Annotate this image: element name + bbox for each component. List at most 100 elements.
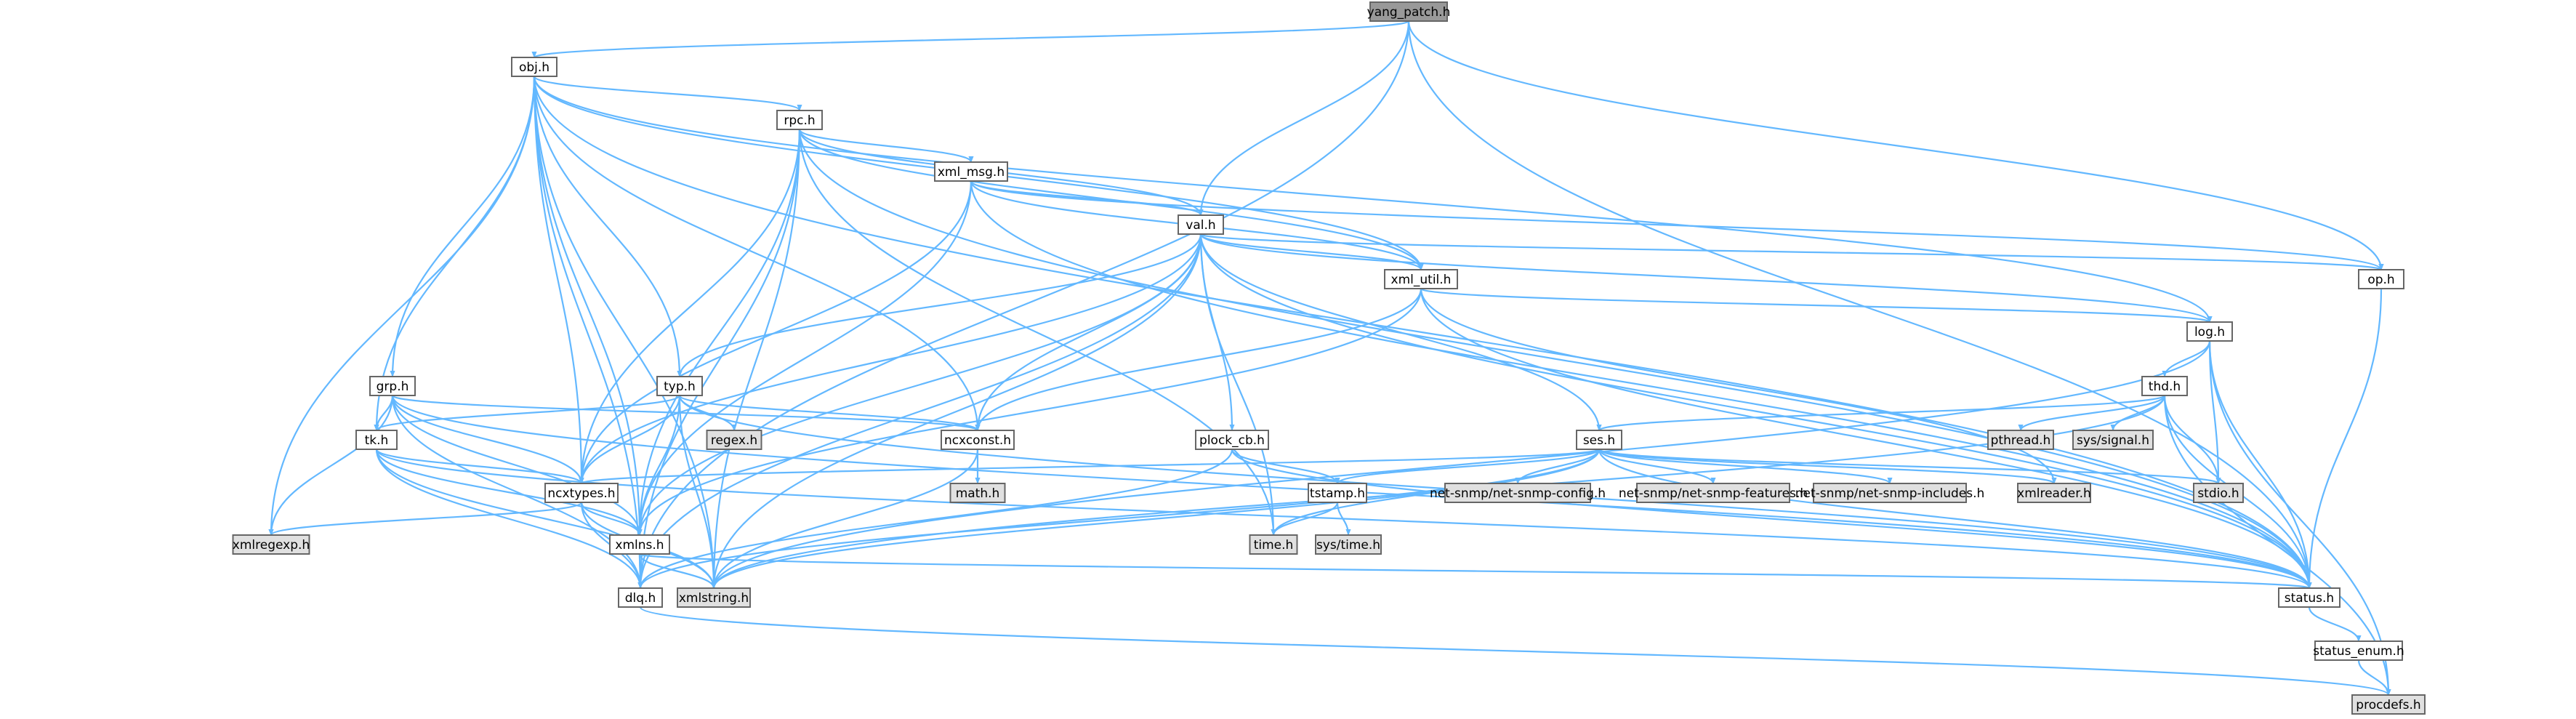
edge-val-h-to-log-h: [1199, 233, 2213, 323]
node-thd-h[interactable]: thd.h: [2141, 376, 2188, 396]
edge-yang-patch-h-to-obj-h: [531, 20, 1410, 59]
node-math-h: math.h: [949, 483, 1006, 503]
edge-typ-h-to-xmlns-h: [637, 395, 681, 536]
node-box: [1384, 269, 1458, 289]
edge-yang-patch-h-to-dlq-h: [637, 20, 1410, 589]
node-label: status_enum.h: [2313, 644, 2404, 659]
node-tk-h[interactable]: tk.h: [355, 430, 398, 450]
edge-typ-h-to-ncxtypes-h: [579, 395, 681, 484]
node-label: xmlstring.h: [679, 591, 749, 606]
edge-val-h-to-ses-h: [1199, 233, 1602, 431]
node-label: stdio.h: [2197, 486, 2239, 501]
edge-plock-cb-h-to-status-h: [1231, 449, 2312, 589]
edge-grp-h-to-ncxconst-h: [391, 394, 981, 432]
node-tstamp-h[interactable]: tstamp.h: [1308, 483, 1367, 503]
node-box: [1636, 483, 1790, 503]
node-time-h: time.h: [1249, 534, 1298, 555]
node-xmlregexp-h: xmlregexp.h: [232, 534, 310, 555]
edge-plock-cb-h-to-tstamp-h: [1231, 449, 1340, 484]
edge-obj-h-to-ncxtypes-h: [533, 76, 584, 484]
node-box: [934, 161, 1008, 182]
node-netsnmp-features-h: net-snmp/net-snmp-features.h: [1619, 483, 1808, 503]
node-status-enum-h[interactable]: status_enum.h: [2313, 640, 2404, 661]
node-label: grp.h: [377, 379, 409, 394]
node-yang-patch-h[interactable]: yang_patch.h: [1367, 1, 1451, 22]
edge-rpc-h-to-status-h: [798, 129, 2312, 589]
edge-obj-h-to-rpc-h: [533, 75, 802, 112]
edge-ses-h-to-dlq-h: [637, 449, 1601, 589]
node-ses-h[interactable]: ses.h: [1576, 430, 1622, 450]
node-sys-time-h: sys/time.h: [1315, 534, 1382, 555]
node-grp-h[interactable]: grp.h: [369, 376, 416, 396]
edge-val-h-to-status-h: [1199, 233, 2312, 589]
node-box: [1195, 430, 1269, 450]
node-box: [544, 483, 619, 503]
edge-typ-h-to-xmlstring-h: [678, 395, 717, 589]
edge-status-enum-h-to-procdefs-h: [2357, 659, 2391, 696]
node-box: [2314, 640, 2403, 661]
node-xml-util-h[interactable]: xml_util.h: [1384, 269, 1458, 289]
node-op-h[interactable]: op.h: [2358, 269, 2404, 289]
node-layer: yang_patch.h obj.h rpc.h xml_msg.h val.h xml_…: [232, 1, 2426, 715]
edge-obj-h-to-dlq-h: [533, 76, 643, 589]
node-label: xml_util.h: [1391, 273, 1452, 287]
node-label: dlq.h: [625, 591, 656, 606]
edge-xml-msg-h-to-xmlns-h: [637, 180, 973, 536]
node-label: xmlns.h: [615, 538, 664, 553]
edge-ses-h-to-stdio-h: [1598, 448, 2221, 485]
edge-rpc-h-to-xml-msg-h: [798, 129, 974, 163]
edge-dlq-h-to-procdefs-h: [639, 606, 2391, 696]
edge-obj-h-to-ncxconst-h: [533, 76, 981, 431]
node-ncxconst-h[interactable]: ncxconst.h: [941, 430, 1015, 450]
edge-xml-msg-h-to-op-h: [970, 180, 2384, 270]
node-box: [1315, 534, 1382, 555]
edge-ses-h-to-status-h: [1598, 449, 2312, 589]
edge-val-h-to-dlq-h: [637, 233, 1202, 589]
node-box: [1249, 534, 1298, 555]
node-label: math.h: [956, 486, 1000, 501]
edge-ses-h-to-tstamp-h: [1335, 448, 1601, 485]
node-box: [1308, 483, 1367, 503]
node-label: xmlreader.h: [2017, 486, 2091, 501]
node-procdefs-h: procdefs.h: [2351, 694, 2426, 715]
node-box: [677, 587, 751, 608]
edge-val-h-to-xml-util-h: [1199, 233, 1424, 270]
node-box: [949, 483, 1006, 503]
node-label: ncxtypes.h: [547, 486, 615, 501]
node-rpc-h[interactable]: rpc.h: [776, 110, 823, 130]
edge-yang-patch-h-to-status-h: [1407, 20, 2312, 589]
edge-val-h-to-xmlns-h: [637, 233, 1202, 536]
edge-tk-h-to-xmlns-h: [375, 449, 643, 536]
node-label: xmlregexp.h: [233, 538, 310, 553]
node-regex-h: regex.h: [706, 430, 762, 450]
node-box: [1178, 214, 1224, 235]
node-label: tk.h: [365, 433, 389, 448]
edge-xml-util-h-to-xmlns-h: [637, 288, 1422, 536]
edge-grp-h-to-xmlns-h: [391, 395, 643, 536]
node-typ-h[interactable]: typ.h: [656, 376, 703, 396]
node-log-h[interactable]: log.h: [2186, 321, 2233, 342]
node-label: obj.h: [519, 60, 550, 75]
edge-ses-h-to-ncxtypes-h: [579, 448, 1601, 485]
node-xmlns-h[interactable]: xmlns.h: [609, 534, 670, 555]
edge-val-h-to-op-h: [1199, 233, 2383, 271]
node-xml-msg-h[interactable]: xml_msg.h: [934, 161, 1008, 182]
node-box: [1813, 483, 1967, 503]
node-ncxtypes-h[interactable]: ncxtypes.h: [544, 483, 619, 503]
edge-yang-patch-h-to-op-h: [1407, 20, 2384, 270]
node-dlq-h[interactable]: dlq.h: [618, 587, 663, 608]
node-box: [776, 110, 823, 130]
node-status-h[interactable]: status.h: [2278, 587, 2340, 608]
node-box: [706, 430, 762, 450]
node-val-h[interactable]: val.h: [1178, 214, 1224, 235]
node-xmlreader-h: xmlreader.h: [2017, 483, 2091, 503]
node-plock-cb-h[interactable]: plock_cb.h: [1195, 430, 1269, 450]
node-label: xml_msg.h: [938, 165, 1005, 180]
node-label: pthread.h: [1991, 433, 2051, 448]
edge-val-h-to-typ-h: [677, 233, 1202, 377]
node-label: regex.h: [711, 433, 757, 448]
node-label: ncxconst.h: [944, 433, 1011, 448]
node-obj-h[interactable]: obj.h: [511, 57, 558, 77]
node-label: procdefs.h: [2356, 698, 2420, 712]
